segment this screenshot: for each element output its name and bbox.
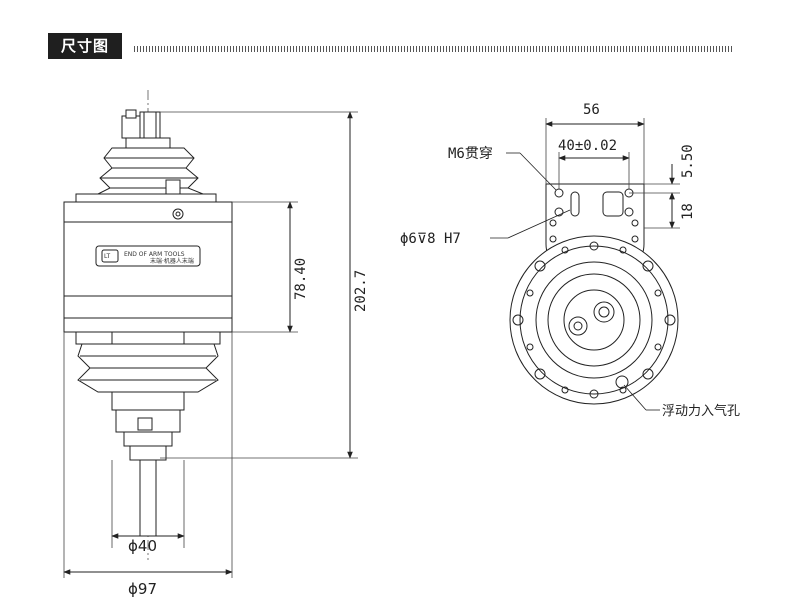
- brand-sub-label: 末端·机器人末端: [150, 257, 194, 265]
- header-divider: [134, 46, 734, 52]
- callout-m6: M6贯穿: [448, 146, 493, 162]
- dim-height-total: 202.7: [353, 270, 369, 312]
- side-view-labels: LT END OF ARM TOOLS 末端·机器人末端 ϕ40 ϕ97 78.…: [104, 251, 369, 598]
- side-view: [63, 90, 358, 578]
- section-title: 尺寸图: [48, 33, 122, 59]
- brand-label: END OF ARM TOOLS: [124, 251, 185, 258]
- dim-dia-large: ϕ97: [128, 580, 157, 598]
- front-view-labels: 56 40±0.02 5.50 18 M6贯穿 ϕ6⊽8 H7 浮动力入气孔: [400, 102, 740, 419]
- dim-height-body: 78.40: [293, 258, 309, 300]
- dim-top-offset: 5.50: [680, 144, 696, 178]
- dim-slot-height: 18: [680, 203, 696, 220]
- dim-dia-small: ϕ40: [128, 537, 157, 555]
- callout-pin: ϕ6⊽8 H7: [400, 231, 461, 247]
- front-view: [490, 118, 680, 411]
- dim-hole-spacing: 40±0.02: [558, 138, 617, 154]
- logo-label: LT: [104, 253, 111, 260]
- callout-air: 浮动力入气孔: [662, 403, 740, 419]
- dim-width: 56: [583, 102, 600, 118]
